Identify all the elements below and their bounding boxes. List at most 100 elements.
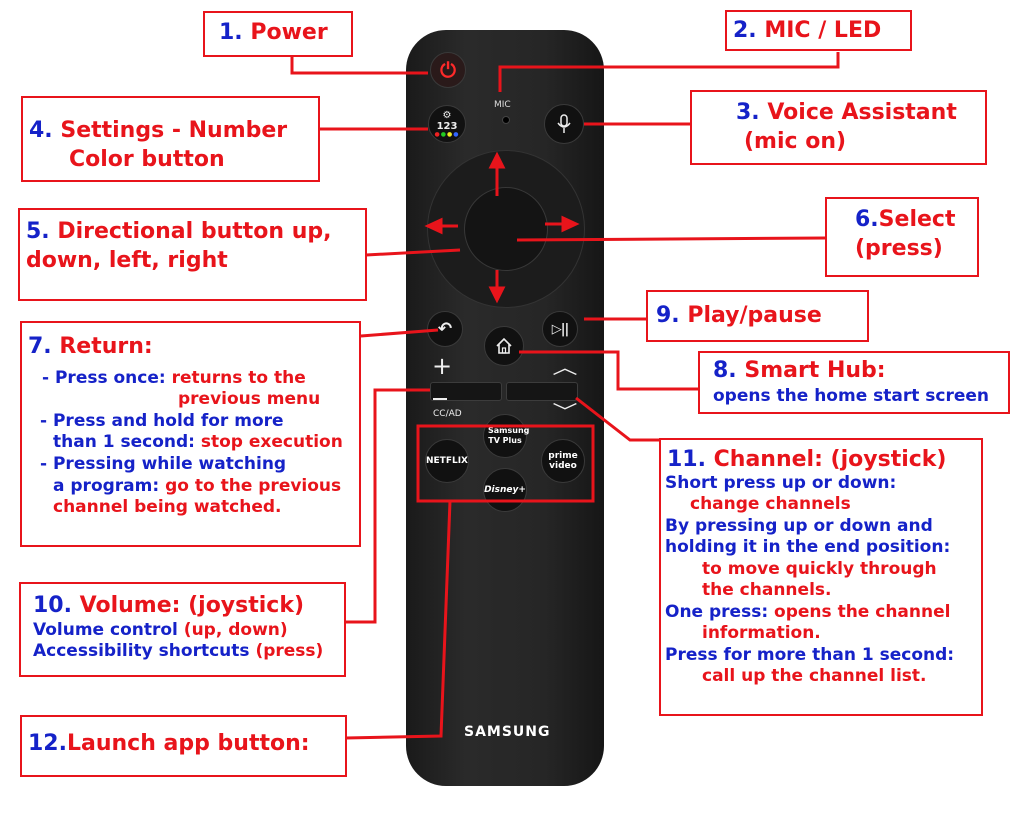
channel-l10: call up the channel list. (702, 666, 927, 686)
voice-label: Voice Assistant (767, 100, 957, 125)
settings-number-button[interactable]: ⚙ 123 ●●●● (428, 105, 466, 143)
channel-l2: change channels (690, 494, 851, 514)
microphone-icon (557, 114, 571, 133)
return-b1-red2: previous menu (178, 389, 321, 409)
smart-hub-sub: opens the home start screen (713, 386, 990, 406)
home-button[interactable] (484, 326, 524, 366)
return-b1-red: returns to the (171, 368, 306, 388)
power-num: 1. (219, 20, 243, 45)
volume-l2-blue: Accessibility shortcuts (33, 641, 250, 661)
channel-l9: Press for more than 1 second: (665, 645, 955, 665)
play-pause-num: 9. (656, 303, 680, 328)
play-pause-icon: ▷|| (551, 321, 569, 337)
disney-plus-button[interactable]: Disney+ (483, 468, 527, 512)
samsung-tvplus-button[interactable]: Samsung TV Plus (483, 414, 530, 458)
callout-channel: 11. Channel: (joystick) Short press up o… (659, 438, 983, 716)
samsung-tvplus-label: Samsung TV Plus (488, 426, 530, 445)
directional-num: 5. (26, 219, 50, 244)
callout-return: 7. Return: - Press once: returns to the … (20, 321, 361, 547)
smart-hub-num: 8. (713, 358, 737, 383)
prime-video-label: prime video (548, 451, 578, 471)
return-b2-pre: - Press and hold for more (40, 411, 284, 431)
callout-directional: 5. Directional button up, down, left, ri… (18, 208, 367, 301)
settings-num: 4. (29, 118, 53, 143)
launch-label: Launch app button: (66, 731, 310, 756)
channel-l5: to move quickly through (702, 559, 937, 579)
callout-voice: 3. Voice Assistant (mic on) (690, 90, 987, 165)
settings-number-label: 123 (436, 120, 458, 132)
power-icon: ⏻ (440, 58, 456, 82)
channel-joystick[interactable] (506, 382, 578, 401)
return-b1-pre: - Press once: (42, 368, 166, 388)
volume-num: 10. (33, 593, 72, 618)
return-icon: ↶ (437, 319, 453, 339)
channel-label: Channel: (joystick) (713, 447, 947, 472)
mic-led (502, 116, 510, 124)
voice-sub: (mic on) (744, 129, 847, 154)
disney-plus-label: Disney+ (484, 485, 526, 495)
smart-hub-label: Smart Hub: (744, 358, 886, 383)
callout-play-pause: 9. Play/pause (646, 290, 869, 342)
minus-icon (433, 398, 447, 400)
return-num: 7. (28, 334, 52, 359)
color-dots-icon: ●●●● (434, 130, 460, 138)
home-icon (496, 337, 512, 354)
callout-launch: 12.Launch app button: (20, 715, 347, 777)
channel-l6: the channels. (702, 580, 832, 600)
brand-logo: SAMSUNG (464, 724, 551, 740)
callout-mic-led: 2. MIC / LED (725, 10, 912, 51)
channel-l7-red: opens the channel (774, 602, 951, 622)
prime-video-button[interactable]: prime video (541, 439, 585, 483)
volume-l1-blue: Volume control (33, 620, 178, 640)
callout-volume: 10. Volume: (joystick) Volume control (u… (19, 582, 346, 677)
netflix-button[interactable]: NETFLIX (425, 439, 469, 483)
mic-led-num: 2. (733, 18, 757, 43)
channel-l7-blue: One press: (665, 602, 769, 622)
settings-line2: Color button (69, 147, 225, 172)
channel-l4: holding it in the end position: (665, 537, 951, 557)
volume-l1-red: (up, down) (183, 620, 288, 640)
voice-num: 3. (736, 100, 760, 125)
return-b3-red2: channel being watched. (53, 497, 282, 517)
return-b2-pre2: than 1 second: (53, 432, 195, 452)
volume-joystick[interactable] (430, 382, 502, 401)
select-button[interactable] (464, 187, 548, 271)
launch-num: 12. (28, 731, 67, 756)
volume-label: Volume: (joystick) (79, 593, 305, 618)
netflix-label: NETFLIX (426, 456, 468, 466)
callout-settings: 4. Settings - Number Color button (21, 96, 320, 182)
callout-select: 6.Select (press) (825, 197, 979, 277)
chevron-up-icon: ︿ (552, 358, 578, 379)
channel-l8: information. (702, 623, 821, 643)
cc-label: CC/AD (433, 409, 462, 419)
return-b2-red: stop execution (200, 432, 343, 452)
return-b3-red: go to the previous (165, 476, 342, 496)
gear-icon: ⚙ (442, 109, 452, 121)
power-button[interactable]: ⏻ (430, 52, 466, 88)
voice-button[interactable] (544, 104, 584, 144)
directional-line2: down, left, right (26, 248, 228, 273)
callout-smart-hub: 8. Smart Hub: opens the home start scree… (698, 351, 1010, 414)
mic-label: MIC (494, 100, 511, 110)
channel-num: 11. (667, 447, 706, 472)
select-num: 6. (855, 207, 879, 232)
power-label: Power (250, 20, 328, 45)
select-label: Select (878, 207, 956, 232)
channel-l3: By pressing up or down and (665, 516, 933, 536)
return-b3-pre2: a program: (53, 476, 160, 496)
settings-label: Settings - Number (60, 118, 288, 143)
play-pause-button[interactable]: ▷|| (542, 311, 578, 347)
mic-led-label: MIC / LED (764, 18, 882, 43)
channel-l1: Short press up or down: (665, 473, 897, 493)
play-pause-label: Play/pause (687, 303, 822, 328)
plus-icon: + (432, 352, 453, 380)
volume-l2-red: (press) (255, 641, 324, 661)
return-label: Return: (59, 334, 153, 359)
chevron-down-icon: ﹀ (552, 402, 578, 423)
return-button[interactable]: ↶ (427, 311, 463, 347)
return-b3-pre: - Pressing while watching (40, 454, 287, 474)
select-line2: (press) (855, 236, 943, 261)
callout-power: 1. Power (203, 11, 353, 57)
directional-label: Directional button up, (57, 219, 332, 244)
